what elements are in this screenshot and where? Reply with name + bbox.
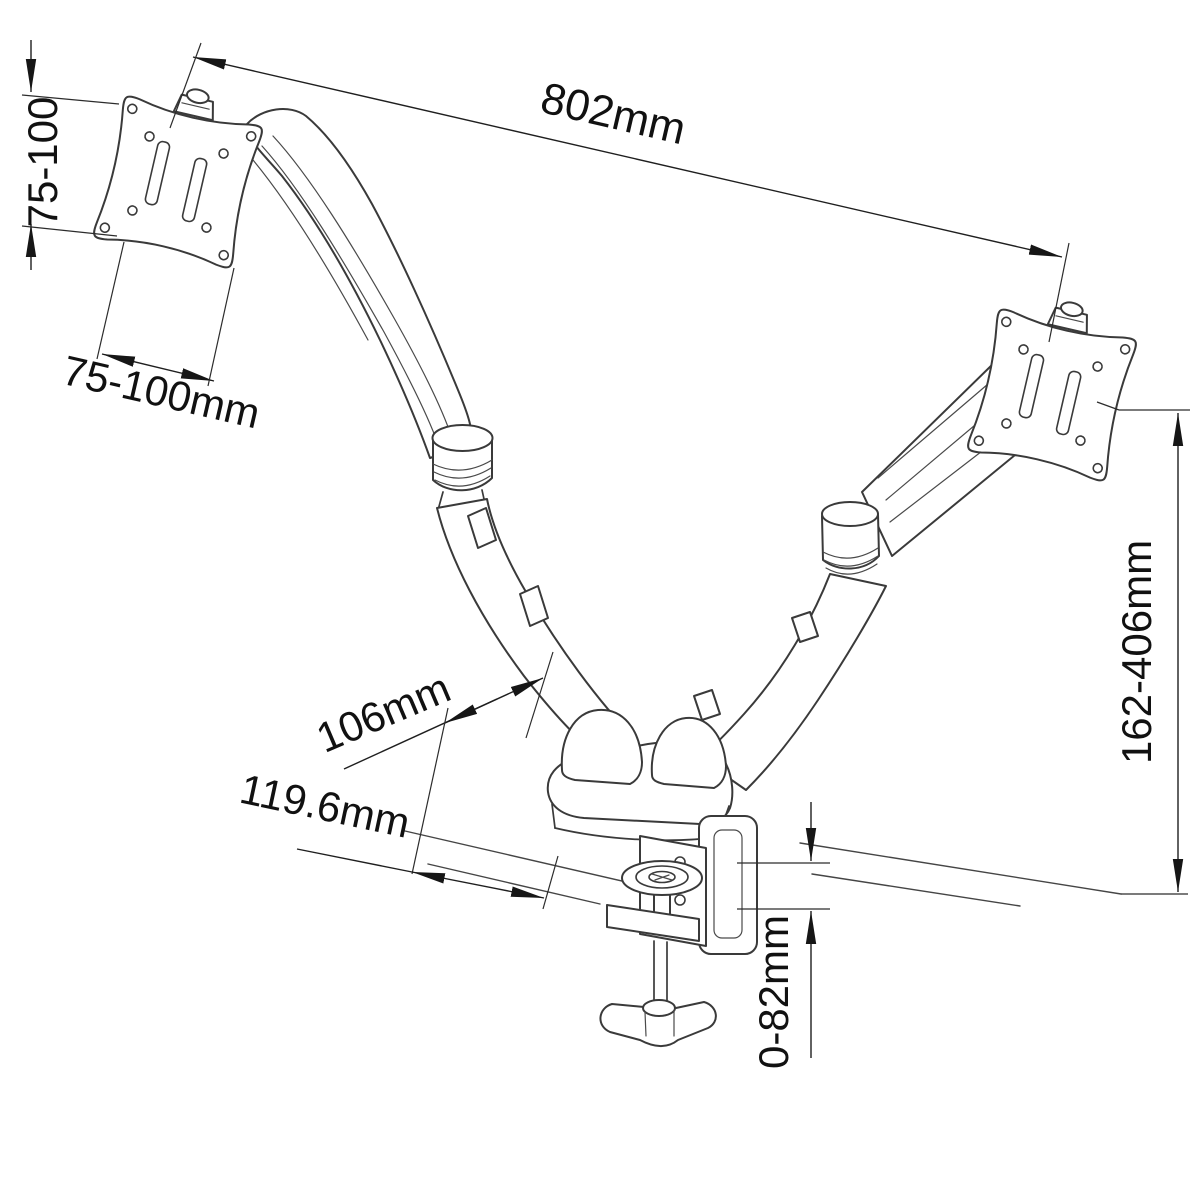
dim-label-vesa-horizontal: 75-100mm (58, 346, 264, 437)
dimension-arm-width: 106mm (310, 651, 554, 875)
desk-mount-base (546, 708, 734, 842)
dimension-base-depth: 119.6mm (236, 765, 559, 910)
dimension-vesa-horizontal: 75-100mm (58, 241, 264, 437)
desk-clamp (599, 815, 758, 1047)
left-vesa-plate (93, 88, 263, 269)
dimension-clamp-range: 0-82mm (737, 802, 830, 1069)
dim-label-height-range: 162-406mm (1113, 540, 1160, 764)
dim-label-clamp-range: 0-82mm (750, 915, 797, 1069)
right-lower-arm (693, 573, 887, 791)
dim-label-arm-width: 106mm (310, 664, 457, 762)
dimension-vesa-vertical: 75-100 (19, 40, 120, 270)
clamp-screw (599, 940, 717, 1047)
dim-label-reach: 802mm (536, 73, 690, 154)
left-upper-arm (245, 108, 473, 459)
right-arm-dome (650, 716, 727, 789)
desk-surface-lines (404, 830, 1122, 907)
left-arm-dome (560, 708, 643, 785)
right-vesa-plate (967, 301, 1137, 482)
clamp-cup-washer (621, 860, 703, 919)
dim-label-vesa-vertical: 75-100 (19, 97, 66, 228)
dimension-height-range: 162-406mm (1096, 401, 1190, 895)
dim-label-base-depth: 119.6mm (236, 765, 414, 847)
right-elbow-joint (821, 501, 880, 575)
left-elbow-joint (431, 424, 494, 511)
